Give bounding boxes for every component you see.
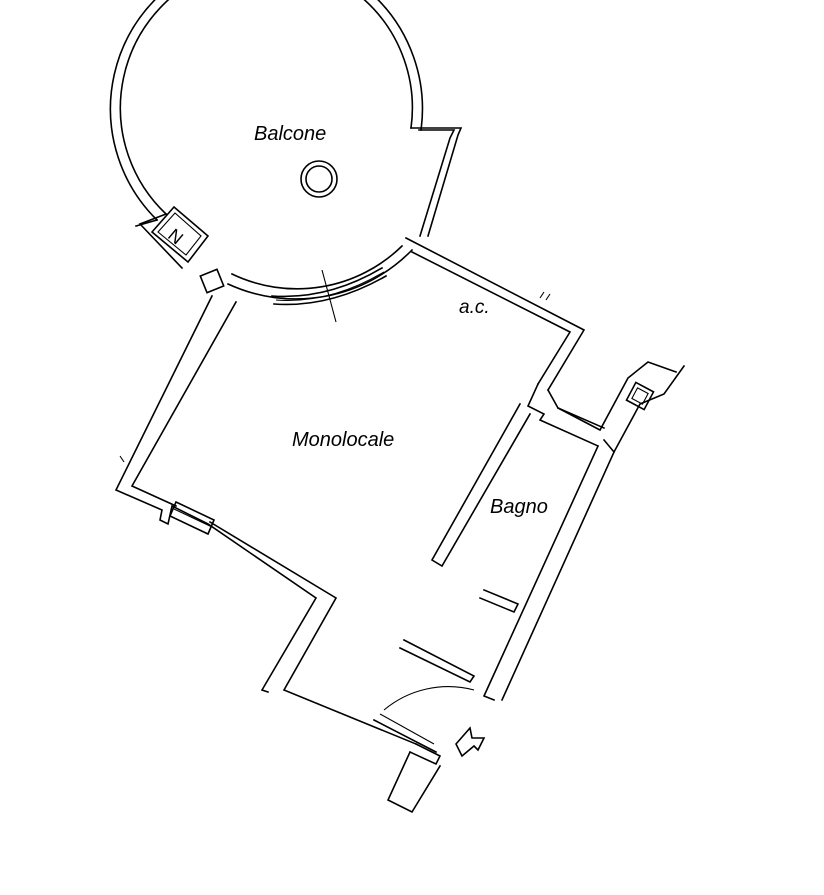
room-label-monolocale: Monolocale (292, 429, 394, 451)
service-shaft (556, 361, 686, 454)
balcony-outline (109, 0, 463, 300)
room-label-ac: a.c. (459, 297, 490, 318)
tick-marks (119, 291, 551, 463)
entrance-arrow-icon (455, 726, 486, 758)
apartment-walls (114, 236, 616, 814)
entrance-door (379, 686, 475, 745)
column-icon (300, 160, 338, 198)
pillar-icon (199, 268, 225, 294)
left-window (168, 500, 216, 536)
room-label-bagno: Bagno (490, 496, 548, 518)
room-label-balcone: Balcone (254, 123, 326, 145)
stair-marker-icon: N (150, 205, 210, 264)
balcony-window (271, 266, 388, 323)
